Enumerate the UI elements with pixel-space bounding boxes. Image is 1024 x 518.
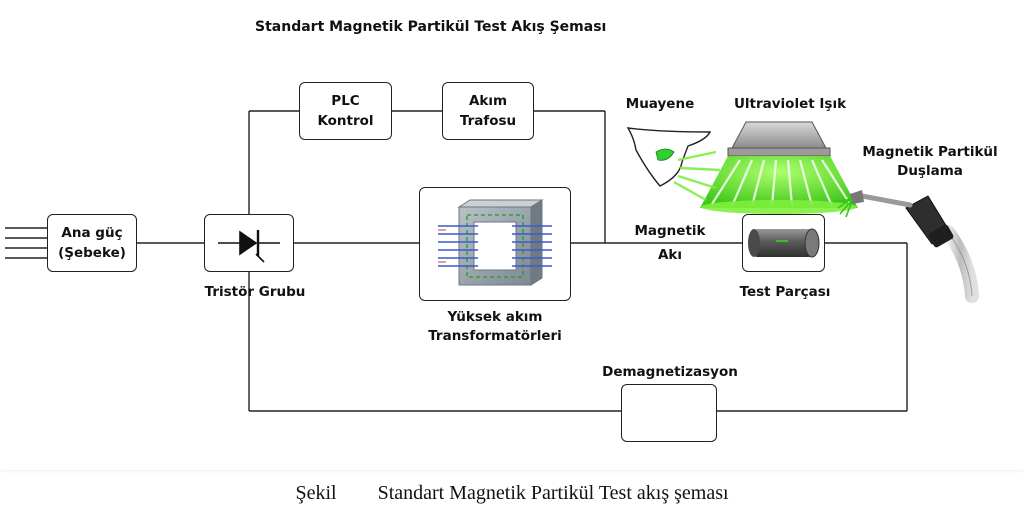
- transformer-core-graphic: [438, 199, 552, 286]
- thyristor-symbol: [218, 230, 280, 263]
- current-transformer-box: Akım Trafosu: [442, 82, 534, 140]
- hv-transformer-label-line1: Yüksek akım: [447, 309, 543, 325]
- flow-diagram: Standart Magnetik Partikül Test Akış Şem…: [5, 19, 1015, 442]
- plc-label-line1: PLC: [331, 93, 360, 109]
- test-piece-graphic: [748, 228, 820, 258]
- thyristor-box: [204, 214, 294, 272]
- diagram-graphics: [5, 110, 979, 412]
- caption-text: Standart Magnetik Partikül Test akış şem…: [377, 482, 729, 504]
- connection-lines: [5, 110, 908, 412]
- inspection-label: Muayene: [625, 96, 695, 112]
- figure-caption: Şekil Standart Magnetik Partikül Test ak…: [0, 482, 1024, 505]
- uv-lamp-graphic: [700, 121, 858, 214]
- main-power-label-line2: (Şebeke): [58, 245, 126, 261]
- magnetic-flux-line2: Akı: [657, 247, 683, 263]
- caption-prefix: Şekil: [295, 482, 337, 504]
- main-power-label-line1: Ana güç: [61, 225, 123, 241]
- current-transformer-label-line2: Trafosu: [459, 113, 517, 129]
- diagram-title: Standart Magnetik Partikül Test Akış Şem…: [255, 19, 607, 35]
- demagnetization-box: [621, 384, 717, 442]
- magnetic-flux-label: Magnetik Akı: [620, 221, 720, 265]
- spray-gun-graphic: [833, 190, 979, 303]
- magnetic-flux-line1: Magnetik: [634, 223, 706, 239]
- plc-control-box: PLC Kontrol: [299, 82, 392, 140]
- spray-label-line2: Duşlama: [897, 163, 963, 179]
- current-transformer-label-line1: Akım: [468, 93, 508, 109]
- hv-transformer-label: Yüksek akım Transformatörleri: [405, 308, 585, 346]
- inspector-eye-graphic: [626, 127, 721, 202]
- spray-label: Magnetik Partikül Duşlama: [845, 143, 1015, 181]
- spray-label-line1: Magnetik Partikül: [862, 144, 998, 160]
- demagnetization-label: Demagnetizasyon: [602, 364, 738, 380]
- main-power-box: Ana güç (Şebeke): [47, 214, 137, 272]
- hv-transformer-label-line2: Transformatörleri: [428, 328, 562, 344]
- thyristor-label: Tristör Grubu: [204, 284, 306, 300]
- uv-light-label: Ultraviolet Işık: [733, 96, 847, 112]
- hv-transformer-box: [419, 187, 571, 301]
- test-piece-box: [742, 214, 825, 272]
- plc-label-line2: Kontrol: [317, 113, 374, 129]
- test-piece-label: Test Parçası: [739, 284, 831, 300]
